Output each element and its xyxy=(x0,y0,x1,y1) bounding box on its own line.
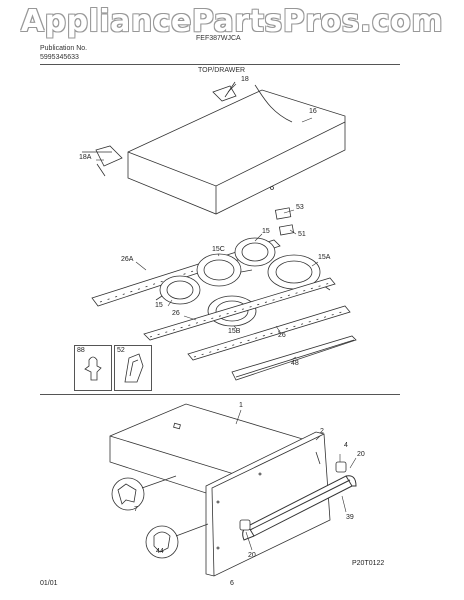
label-part-53: 53 xyxy=(296,204,304,211)
label-part-20-top: 20 xyxy=(357,451,365,458)
inset-label-88: 88 xyxy=(77,347,85,354)
knob-part-88-icon xyxy=(84,356,102,381)
label-part-48: 48 xyxy=(291,360,299,367)
callout-part-7 xyxy=(111,475,177,511)
label-part-15c: 15C xyxy=(212,246,225,253)
clip-part-20-bottom xyxy=(239,519,251,531)
inset-label-52: 52 xyxy=(117,347,125,354)
cooktop-part-16 xyxy=(127,84,346,215)
drawer-front-part-2 xyxy=(205,431,331,577)
leader-lines-bottom xyxy=(235,409,357,551)
label-part-26-right: 26 xyxy=(278,332,286,339)
bracket-part-52-icon xyxy=(124,353,144,383)
callout-part-44 xyxy=(145,523,209,559)
hinge-part-18a xyxy=(82,145,123,177)
element-part-15c xyxy=(196,253,253,287)
label-part-15-left: 15 xyxy=(155,302,163,309)
label-part-7: 7 xyxy=(134,506,138,513)
label-part-44: 44 xyxy=(156,548,164,555)
label-part-2: 2 xyxy=(320,428,324,435)
screw-part-4 xyxy=(315,451,321,465)
handle-part-39 xyxy=(242,475,357,541)
label-part-18: 18 xyxy=(241,76,249,83)
element-part-15-top xyxy=(234,237,276,267)
publication-label: Publication No. xyxy=(40,45,88,52)
label-part-16: 16 xyxy=(309,108,317,115)
label-part-51: 51 xyxy=(298,231,306,238)
label-part-4: 4 xyxy=(344,442,348,449)
header-rule xyxy=(40,64,400,65)
clip-part-51 xyxy=(278,224,295,236)
clip-part-53 xyxy=(274,207,292,220)
label-part-39: 39 xyxy=(346,514,354,521)
label-part-18a: 18A xyxy=(79,154,92,161)
label-part-15-top: 15 xyxy=(262,228,270,235)
watermark-text: AppliancePartsPros.com xyxy=(20,4,444,39)
section-divider xyxy=(40,394,400,395)
footer-date: 01/01 xyxy=(40,580,58,587)
label-part-26-left: 26 xyxy=(172,310,180,317)
label-part-1: 1 xyxy=(239,402,243,409)
label-part-15b: 15B xyxy=(228,328,241,335)
diagram-code: P20T0122 xyxy=(352,560,385,567)
clip-part-20-top xyxy=(335,461,347,473)
inset-box-88 xyxy=(74,345,112,391)
label-part-20-bottom: 20 xyxy=(248,552,256,559)
page-number: 6 xyxy=(230,580,234,587)
model-number: FEF387WJCA xyxy=(196,35,241,42)
hinge-part-18 xyxy=(212,81,237,102)
section-title: TOP/DRAWER xyxy=(198,67,246,74)
publication-number: 5995345633 xyxy=(40,54,79,61)
element-part-15-left xyxy=(155,275,201,305)
bracket-part-26 xyxy=(143,277,351,361)
label-part-15a: 15A xyxy=(318,254,331,261)
label-part-26a: 26A xyxy=(121,256,134,263)
inset-box-52 xyxy=(114,345,152,391)
leader-lines-top xyxy=(96,83,319,361)
